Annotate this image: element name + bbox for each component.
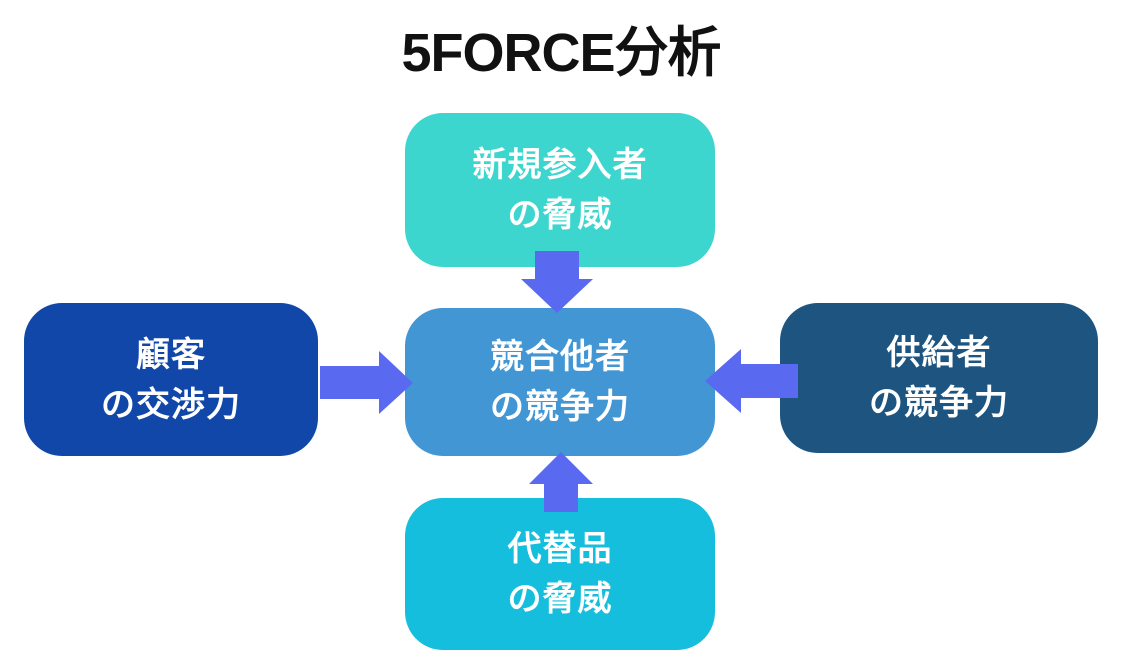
arrow-right-icon (320, 351, 413, 414)
box-new-entrants-line-1: 新規参入者 (472, 146, 648, 184)
box-buyers-line-2: の交渉力 (101, 385, 241, 424)
box-rivalry-line-1: 競合他者 (490, 338, 630, 376)
box-suppliers: 供給者 の競争力 (780, 303, 1098, 453)
box-suppliers-line-2: の競争力 (869, 384, 1009, 422)
box-buyers-line-1: 顧客 (136, 335, 206, 374)
box-new-entrants-line-2: の脅威 (507, 196, 613, 234)
diagram-title: 5FORCE分析 (401, 23, 721, 83)
box-rivalry: 競合他者 の競争力 (405, 308, 715, 456)
box-new-entrants: 新規参入者 の脅威 (405, 113, 715, 267)
box-rivalry-line-2: の競争力 (490, 388, 630, 426)
box-substitutes-line-2: の脅威 (507, 580, 613, 618)
box-substitutes: 代替品 の脅威 (405, 498, 715, 650)
box-buyers: 顧客 の交渉力 (24, 303, 318, 456)
box-substitutes-line-1: 代替品 (507, 530, 613, 568)
box-suppliers-line-1: 供給者 (886, 334, 992, 372)
